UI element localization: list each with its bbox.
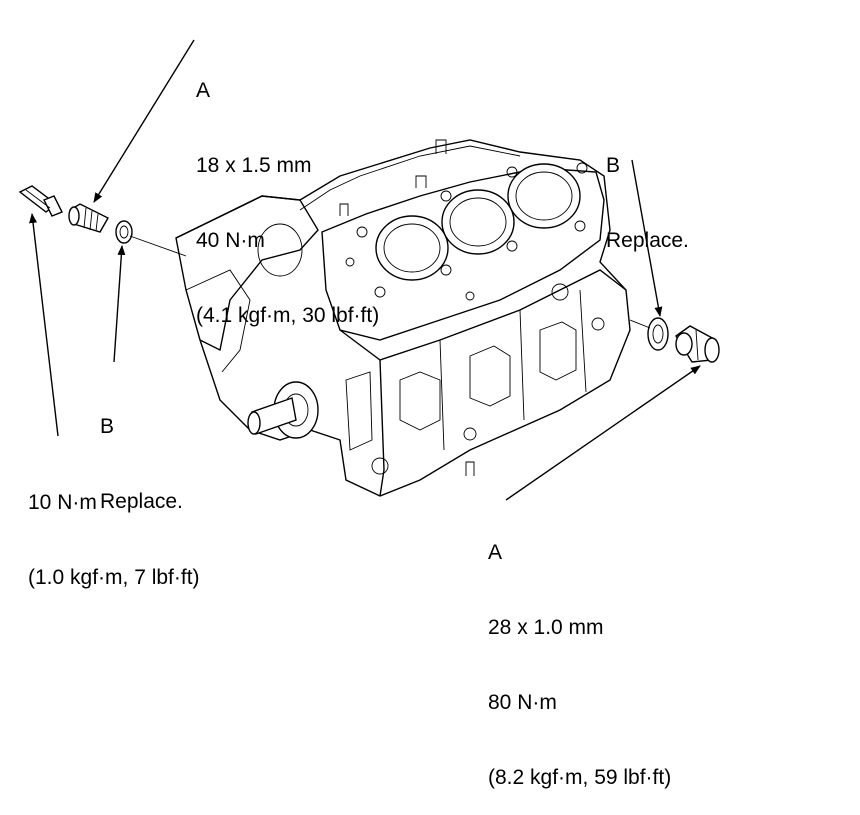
torque-alt: (4.1 kgf·m, 30 lbf·ft) <box>196 304 380 327</box>
left-stud <box>18 185 63 217</box>
torque-alt: (8.2 kgf·m, 59 lbf·ft) <box>488 766 672 789</box>
callout-a-top: A 18 x 1.5 mm 40 N·m (4.1 kgf·m, 30 lbf·… <box>196 28 379 353</box>
right-washer-b <box>647 317 669 351</box>
torque-value: 40 N·m <box>196 229 265 252</box>
thread-size: 18 x 1.5 mm <box>196 154 312 177</box>
engine-block <box>175 139 631 497</box>
callout-b-left: B Replace. <box>100 364 183 539</box>
left-plug-a <box>68 203 109 233</box>
callout-torque-stud: 10 N·m (1.0 kgf·m, 7 lbf·ft) <box>28 440 200 615</box>
callout-letter: A <box>196 79 211 102</box>
callout-a-right: A 28 x 1.0 mm 80 N·m (8.2 kgf·m, 59 lbf·… <box>488 490 671 815</box>
engine-block-diagram <box>18 39 720 501</box>
callout-b-right: B Replace. <box>606 103 689 278</box>
cylinder-bores <box>375 163 581 281</box>
callout-letter: A <box>488 541 503 564</box>
callout-letter: B <box>606 154 621 177</box>
torque-value: 10 N·m <box>28 491 97 514</box>
replace-note: Replace. <box>100 490 183 513</box>
callout-letter: B <box>100 415 115 438</box>
replace-note: Replace. <box>606 229 689 252</box>
right-plug-a <box>675 325 720 363</box>
leader-lines <box>29 39 701 501</box>
torque-value: 80 N·m <box>488 691 557 714</box>
torque-alt: (1.0 kgf·m, 7 lbf·ft) <box>28 566 200 589</box>
left-washer-b <box>115 220 133 244</box>
thread-size: 28 x 1.0 mm <box>488 616 604 639</box>
